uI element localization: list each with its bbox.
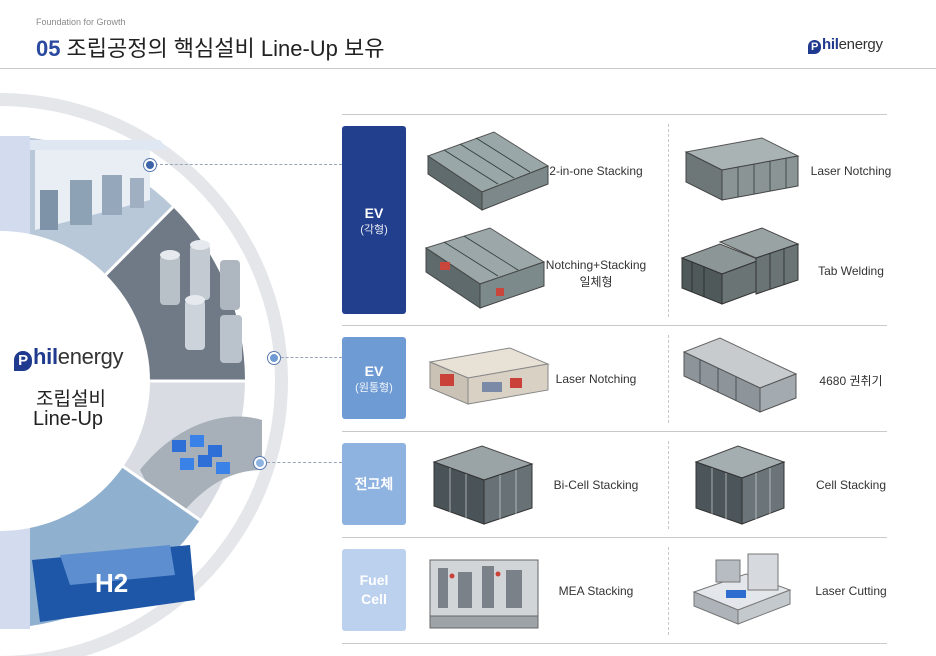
- notching-machine-icon: [684, 137, 800, 201]
- category-ev-prismatic: EV (각형): [342, 126, 406, 314]
- logo-mark-icon: P: [808, 40, 821, 54]
- center-disc: [0, 231, 150, 531]
- item-label-sub: 일체형: [579, 275, 613, 289]
- item-label: 2-in-one Stacking: [549, 164, 643, 178]
- circle-label-assembly: 조립설비: [36, 389, 106, 410]
- item-label: Cell Stacking: [815, 478, 887, 492]
- item-label: Laser Cutting: [815, 584, 887, 598]
- section-separator: [342, 325, 887, 326]
- connector-dot: [268, 352, 280, 364]
- notching-machine-icon: [428, 347, 550, 405]
- header-kicker: Foundation for Growth: [36, 17, 126, 27]
- cutting-machine-icon: [692, 553, 792, 625]
- column-divider: [668, 441, 669, 529]
- mea-machine-icon: [429, 559, 539, 629]
- winding-machine-icon: [682, 337, 798, 413]
- section-separator: [342, 431, 887, 432]
- notching-stacking-machine-icon: [424, 227, 546, 309]
- item-label: Notching+Stacking: [545, 258, 647, 272]
- category-fuel-cell: Fuel Cell: [342, 549, 406, 631]
- stacking-machine-icon: [694, 445, 786, 525]
- stacking-machine-icon: [432, 445, 534, 525]
- item-label: Bi-Cell Stacking: [553, 478, 639, 492]
- item-label: Laser Notching: [810, 164, 892, 178]
- circle-label-lineup: Line-Up: [33, 408, 104, 430]
- column-divider: [668, 335, 669, 423]
- connector-ev-prismatic: [150, 164, 342, 165]
- category-ev-cylindrical: EV (원통형): [342, 337, 406, 419]
- category-solid-state: 전고체: [342, 443, 406, 525]
- svg-text:H2: H2: [95, 568, 128, 598]
- connector-ev-cylindrical: [276, 357, 342, 358]
- column-divider: [668, 547, 669, 635]
- section-separator: [342, 537, 887, 538]
- connector-solid-state: [262, 462, 342, 463]
- circle-logo-mark-icon: P: [14, 351, 32, 371]
- title-text: 조립공정의 핵심설비 Line-Up 보유: [66, 36, 385, 61]
- table-top-line: [342, 114, 887, 115]
- connector-dot: [254, 457, 266, 469]
- item-label: 4680 권취기: [819, 374, 883, 388]
- section-number: 05: [36, 36, 61, 61]
- table-bottom-line: [342, 643, 887, 644]
- item-label: Tab Welding: [818, 264, 884, 278]
- connector-dot: [144, 159, 156, 171]
- item-label: MEA Stacking: [558, 584, 634, 598]
- header-divider: [0, 68, 936, 69]
- welding-machine-icon: [680, 227, 800, 305]
- stacking-machine-icon: [426, 131, 550, 211]
- column-divider: [668, 124, 669, 317]
- item-label: Laser Notching: [555, 372, 637, 386]
